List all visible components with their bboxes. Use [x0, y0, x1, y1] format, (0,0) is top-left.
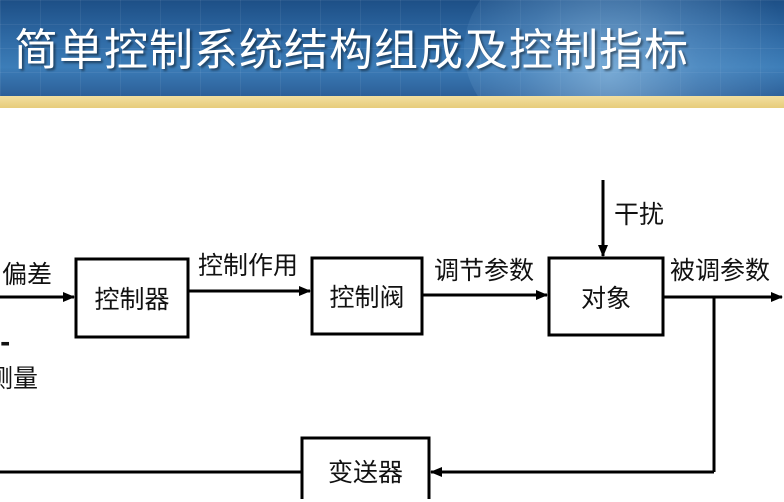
deviation-label: 偏差	[2, 262, 52, 287]
disturbance-label: 干扰	[614, 202, 664, 227]
controller-label: 控制器	[76, 259, 188, 337]
control-action-label: 控制作用	[198, 253, 298, 278]
object-label: 对象	[549, 258, 663, 335]
measured-label: 测量	[0, 366, 38, 391]
controlled-label: 被调参数	[670, 258, 770, 283]
manipulated-label: 调节参数	[434, 258, 534, 283]
transmitter-label: 变送器	[302, 440, 429, 502]
minus-sign: -	[0, 330, 10, 355]
valve-label: 控制阀	[312, 258, 422, 334]
